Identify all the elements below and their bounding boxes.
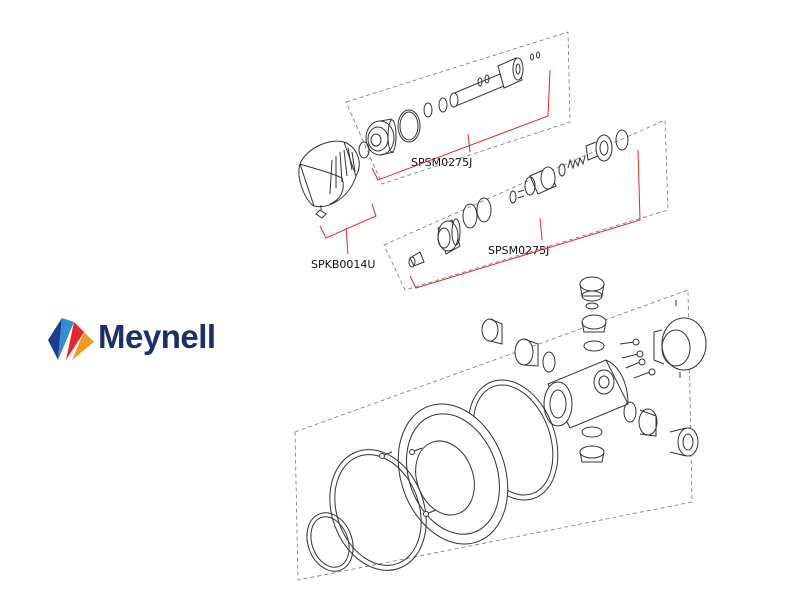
mixer-body-assembly xyxy=(481,276,707,463)
valve-cartridge xyxy=(408,129,629,268)
frame-middle xyxy=(383,119,669,291)
leader-cartridge xyxy=(467,133,471,153)
frame-top xyxy=(345,31,571,185)
logo-mark-icon xyxy=(48,318,94,360)
spindle-assembly xyxy=(358,51,540,159)
back-plates xyxy=(306,379,559,572)
leader-cover xyxy=(345,227,349,255)
brand-logo: Meynell xyxy=(44,314,244,364)
callout-label-valve: SPSM0275J xyxy=(488,244,550,257)
cover-housing xyxy=(298,140,360,219)
callout-label-cover: SPKB0014U xyxy=(311,258,376,271)
bracket-cover xyxy=(319,203,377,239)
frame-bottom xyxy=(294,289,693,581)
bracket-cartridge xyxy=(371,69,551,181)
bracket-valve xyxy=(409,149,641,289)
leader-valve xyxy=(539,217,543,241)
brand-name: Meynell xyxy=(98,318,216,355)
